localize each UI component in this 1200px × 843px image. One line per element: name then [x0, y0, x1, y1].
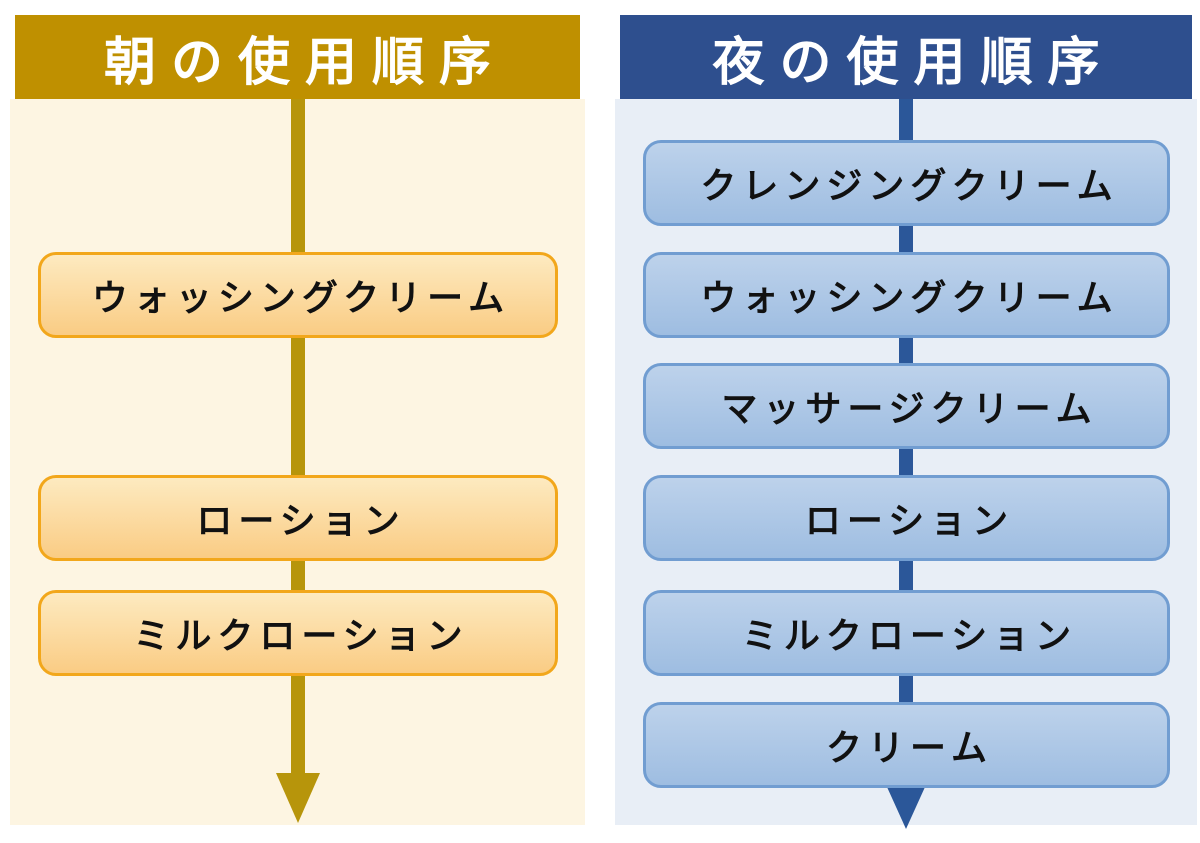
step-label: マッサージクリーム [721, 388, 1098, 429]
step-box-lotion: ローション [643, 475, 1170, 561]
step-label: ウォッシングクリーム [91, 277, 511, 318]
panel-night: 夜の使用順序 クレンジングクリーム ウォッシングクリーム マッサージクリーム ロ… [615, 15, 1197, 829]
panel-morning-title: 朝の使用順序 [103, 33, 506, 92]
step-box-washing-cream: ウォッシングクリーム [643, 252, 1170, 338]
panel-night-body: クレンジングクリーム ウォッシングクリーム マッサージクリーム ローション ミル… [615, 99, 1197, 829]
step-label: ローション [804, 500, 1015, 541]
panel-night-header: 夜の使用順序 [620, 15, 1192, 99]
step-box-cleansing-cream: クレンジングクリーム [643, 140, 1170, 226]
step-label: ミルクローション [741, 615, 1078, 656]
step-box-milk-lotion: ミルクローション [643, 590, 1170, 676]
step-label: ウォッシングクリーム [700, 277, 1119, 318]
night-down-arrow-icon [887, 787, 925, 829]
morning-down-arrow-icon [275, 773, 320, 823]
step-box-cream: クリーム [643, 702, 1170, 788]
panel-night-title: 夜の使用順序 [712, 33, 1115, 92]
panel-morning-header: 朝の使用順序 [15, 15, 580, 99]
step-label: ローション [196, 500, 406, 541]
panel-morning: 朝の使用順序 ウォッシングクリーム ローション ミルクローション [10, 15, 585, 825]
step-box-milk-lotion: ミルクローション [38, 590, 558, 676]
step-label: クリーム [826, 727, 993, 768]
step-box-lotion: ローション [38, 475, 558, 561]
panel-morning-body: ウォッシングクリーム ローション ミルクローション [10, 99, 585, 825]
step-box-massage-cream: マッサージクリーム [643, 363, 1170, 449]
step-label: クレンジングクリーム [700, 165, 1119, 206]
step-box-washing-cream: ウォッシングクリーム [38, 252, 558, 338]
step-label: ミルクローション [133, 615, 469, 656]
